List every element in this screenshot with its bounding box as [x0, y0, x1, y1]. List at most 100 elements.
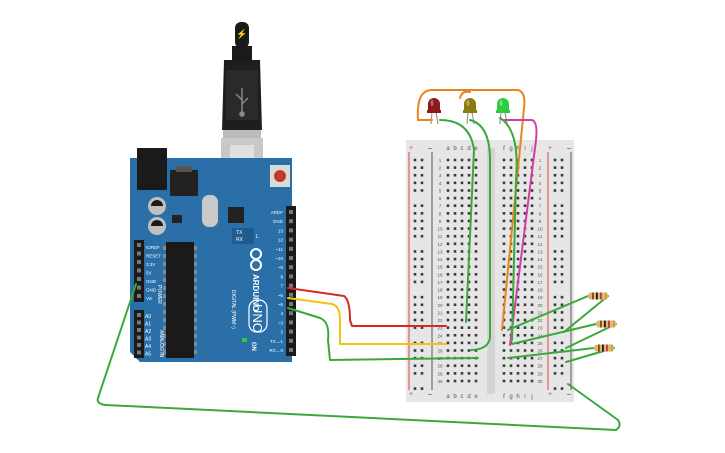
rail-hole[interactable]	[560, 227, 564, 230]
led-red[interactable]	[427, 98, 441, 125]
rail-hole[interactable]	[560, 265, 564, 268]
breadboard-hole[interactable]	[474, 379, 478, 383]
breadboard-hole[interactable]	[474, 257, 478, 261]
breadboard-hole[interactable]	[516, 265, 520, 268]
breadboard-hole[interactable]	[474, 273, 478, 276]
breadboard-hole[interactable]	[502, 189, 506, 192]
breadboard-hole[interactable]	[446, 303, 450, 307]
breadboard-hole[interactable]	[523, 265, 527, 268]
breadboard-hole[interactable]	[523, 318, 527, 322]
rail-hole[interactable]	[420, 189, 424, 192]
breadboard-hole[interactable]	[460, 173, 464, 177]
breadboard-hole[interactable]	[460, 288, 464, 291]
rail-hole[interactable]	[420, 303, 424, 307]
rail-hole[interactable]	[413, 372, 417, 375]
breadboard-hole[interactable]	[523, 303, 527, 307]
breadboard-hole[interactable]	[530, 326, 534, 329]
rail-hole[interactable]	[420, 349, 424, 352]
rail-hole[interactable]	[560, 303, 564, 307]
digital-pin-hole[interactable]	[289, 210, 293, 214]
rail-hole[interactable]	[420, 166, 424, 169]
breadboard-hole[interactable]	[453, 257, 457, 261]
breadboard-hole[interactable]	[530, 273, 534, 276]
orange-wire[interactable]	[416, 89, 526, 331]
breadboard-hole[interactable]	[446, 326, 450, 329]
rail-hole[interactable]	[553, 295, 557, 299]
breadboard-hole[interactable]	[460, 341, 464, 345]
breadboard-hole[interactable]	[502, 250, 506, 253]
breadboard-hole[interactable]	[523, 341, 527, 345]
breadboard-hole[interactable]	[453, 280, 457, 284]
breadboard-hole[interactable]	[460, 349, 464, 352]
breadboard-hole[interactable]	[516, 189, 520, 192]
breadboard-hole[interactable]	[530, 250, 534, 253]
resistor1-lead-right[interactable]	[563, 295, 609, 333]
rail-hole[interactable]	[553, 189, 557, 192]
power-pin-hole[interactable]	[137, 294, 141, 298]
breadboard-hole[interactable]	[453, 349, 457, 352]
rail-hole[interactable]	[553, 364, 557, 368]
breadboard-hole[interactable]	[460, 242, 464, 246]
breadboard-hole[interactable]	[530, 288, 534, 291]
breadboard-hole[interactable]	[509, 158, 513, 162]
rail-hole[interactable]	[413, 204, 417, 208]
breadboard-hole[interactable]	[523, 250, 527, 253]
breadboard-hole[interactable]	[467, 158, 471, 162]
breadboard-hole[interactable]	[460, 219, 464, 223]
digital-pin-hole[interactable]	[289, 237, 293, 242]
breadboard-hole[interactable]	[502, 257, 506, 261]
breadboard-hole[interactable]	[474, 158, 478, 162]
breadboard-hole[interactable]	[530, 227, 534, 230]
green-wire-pin3[interactable]	[287, 307, 479, 361]
breadboard-hole[interactable]	[523, 356, 527, 360]
rail-hole[interactable]	[413, 295, 417, 299]
breadboard-hole[interactable]	[446, 166, 450, 169]
rail-hole[interactable]	[420, 372, 424, 375]
breadboard-hole[interactable]	[502, 288, 506, 291]
breadboard-hole[interactable]	[516, 379, 520, 383]
breadboard-hole[interactable]	[467, 349, 471, 352]
digital-pin-hole[interactable]	[289, 228, 293, 233]
breadboard-hole[interactable]	[446, 341, 450, 345]
breadboard-hole[interactable]	[502, 341, 506, 345]
rail-hole[interactable]	[413, 265, 417, 268]
breadboard-hole[interactable]	[460, 318, 464, 322]
rail-hole[interactable]	[420, 273, 424, 276]
breadboard-hole[interactable]	[474, 265, 478, 268]
rail-hole[interactable]	[553, 303, 557, 307]
rail-hole[interactable]	[413, 273, 417, 276]
breadboard-hole[interactable]	[446, 212, 450, 215]
breadboard-hole[interactable]	[474, 333, 478, 337]
analog-pin-hole[interactable]	[137, 350, 141, 355]
breadboard-hole[interactable]	[460, 234, 464, 238]
rail-hole[interactable]	[413, 250, 417, 253]
breadboard-hole[interactable]	[467, 379, 471, 383]
breadboard-hole[interactable]	[530, 181, 534, 185]
breadboard-hole[interactable]	[530, 303, 534, 307]
breadboard-hole[interactable]	[502, 166, 506, 169]
breadboard-hole[interactable]	[474, 212, 478, 215]
arduino-board[interactable]: TX RX L ARDUINO UNO ON DIGITAL (PWM~) IO…	[130, 148, 296, 362]
breadboard-hole[interactable]	[453, 326, 457, 329]
breadboard-hole[interactable]	[474, 173, 478, 177]
breadboard-hole[interactable]	[467, 295, 471, 299]
rail-hole[interactable]	[420, 318, 424, 322]
digital-pin-hole[interactable]	[289, 256, 293, 260]
rail-hole[interactable]	[413, 364, 417, 368]
breadboard-hole[interactable]	[523, 242, 527, 246]
breadboard-hole[interactable]	[509, 280, 513, 284]
breadboard-hole[interactable]	[523, 372, 527, 375]
rail-hole[interactable]	[420, 265, 424, 268]
breadboard-hole[interactable]	[530, 333, 534, 337]
breadboard-hole[interactable]	[453, 265, 457, 268]
rail-hole[interactable]	[420, 295, 424, 299]
breadboard-hole[interactable]	[467, 326, 471, 329]
breadboard-hole[interactable]	[474, 288, 478, 291]
breadboard-hole[interactable]	[502, 158, 506, 162]
breadboard-hole[interactable]	[453, 379, 457, 383]
breadboard-hole[interactable]	[453, 303, 457, 307]
breadboard-hole[interactable]	[446, 311, 450, 314]
breadboard-hole[interactable]	[460, 227, 464, 230]
breadboard-hole[interactable]	[523, 295, 527, 299]
digital-pin-hole[interactable]	[289, 219, 293, 224]
